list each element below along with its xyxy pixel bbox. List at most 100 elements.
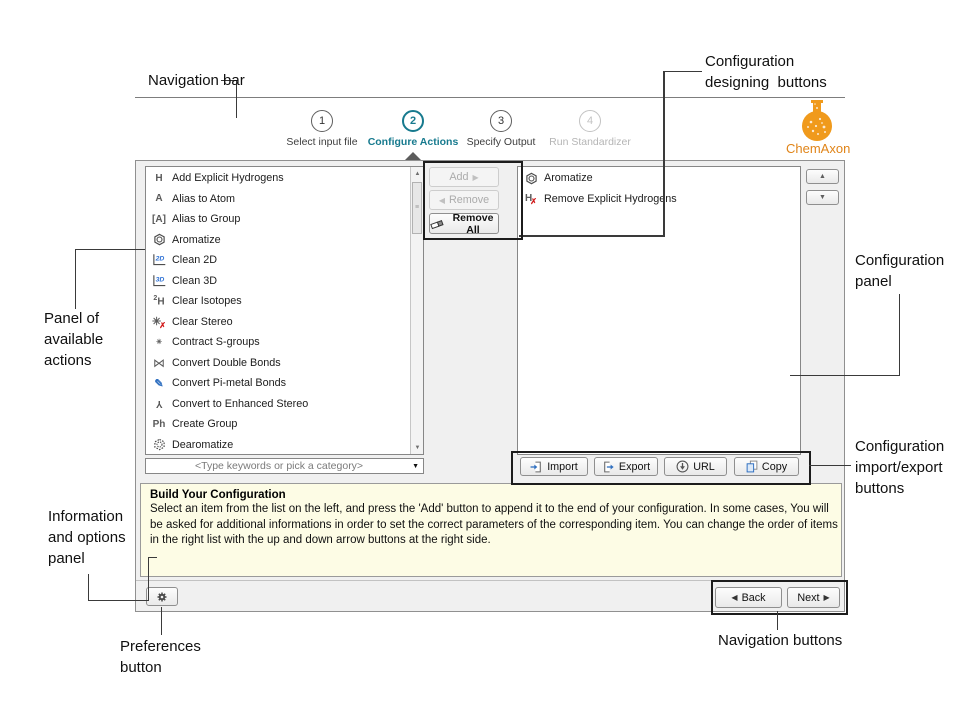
double-bonds-icon: ⋈ <box>153 355 165 370</box>
preferences-button[interactable] <box>146 587 178 606</box>
move-down-button[interactable]: ▼ <box>806 190 839 205</box>
action-item-aromatize[interactable]: Aromatize <box>518 168 800 189</box>
down-arrow-icon: ▼ <box>819 194 826 201</box>
callout-navigation-buttons: Navigation buttons <box>718 632 843 649</box>
alias-atom-icon: A <box>155 193 163 205</box>
callout-configuration-panel: Configuration panel <box>855 252 945 290</box>
url-button[interactable]: URL <box>664 457 727 476</box>
enhanced-stereo-icon: Y <box>155 398 163 410</box>
callout-preferences: Preferences button <box>120 638 201 676</box>
action-item-dearomatize[interactable]: Dearomatize <box>146 435 423 456</box>
right-arrow-icon: ▶ <box>472 172 479 182</box>
callout-line <box>148 557 157 558</box>
step-number: 2 <box>402 110 424 132</box>
keyword-search-dropdown[interactable]: <Type keywords or pick a category> ▼ <box>145 458 424 474</box>
callout-line <box>519 235 665 237</box>
step-number: 1 <box>311 110 333 132</box>
contract-sgroups-icon: ✳ <box>156 339 162 347</box>
callout-line <box>899 294 900 376</box>
callout-line <box>790 375 900 376</box>
footer-divider <box>136 580 844 581</box>
header-divider <box>135 97 845 98</box>
callout-line <box>148 557 149 601</box>
callout-rect-nav-buttons <box>711 580 848 615</box>
callout-import-export: Configuration import/export buttons <box>855 438 945 497</box>
clean-3d-icon: 3D <box>146 274 172 288</box>
callout-line <box>777 611 778 630</box>
info-title: Build Your Configuration <box>150 489 286 501</box>
gear-icon <box>156 591 168 603</box>
up-arrow-icon: ▲ <box>819 173 826 180</box>
url-icon <box>676 460 689 473</box>
aromatize-icon <box>518 172 544 185</box>
search-placeholder: <Type keywords or pick a category> <box>194 460 364 472</box>
aromatize-icon <box>146 233 172 246</box>
eraser-icon <box>430 218 444 230</box>
next-button[interactable]: Next ▶ <box>787 587 840 608</box>
callout-navigation-bar: Navigation bar <box>148 72 245 89</box>
callout-line <box>664 71 702 72</box>
back-button[interactable]: ◀ Back <box>715 587 782 608</box>
action-item-alias-group[interactable]: [A]Alias to Group <box>146 209 423 230</box>
action-item-clear-stereo[interactable]: ✳✗Clear Stereo <box>146 312 423 333</box>
scroll-up-icon[interactable]: ▲ <box>414 170 421 177</box>
remove-all-button[interactable]: Remove All <box>429 212 499 236</box>
pi-metal-icon: ✎ <box>154 377 164 390</box>
action-item-double-bonds[interactable]: ⋈Convert Double Bonds <box>146 353 423 374</box>
callout-info-options: Information and options panel <box>48 508 126 567</box>
logo-text: ChemAxon <box>786 141 851 156</box>
action-item-remove-h[interactable]: H✗Remove Explicit Hydrogens <box>518 189 800 210</box>
callout-rect-io-buttons <box>511 451 811 485</box>
information-panel: Build Your Configuration Select an item … <box>140 483 842 577</box>
step-label: Specify Output <box>466 136 536 148</box>
action-item-aromatize[interactable]: Aromatize <box>146 230 423 251</box>
clear-stereo-icon: ✳✗ <box>152 316 166 331</box>
action-item-pi-metal[interactable]: ✎Convert Pi-metal Bonds <box>146 373 423 394</box>
left-arrow-icon: ◀ <box>438 195 445 205</box>
step-label: Run Standardizer <box>549 136 631 148</box>
callout-line <box>88 574 89 601</box>
add-button[interactable]: Add ▶ <box>429 167 499 187</box>
remove-button[interactable]: ◀ Remove <box>429 190 499 210</box>
dearomatize-icon <box>146 438 172 451</box>
action-item-contract-sgroups[interactable]: ✳Contract S-groups <box>146 332 423 353</box>
export-button[interactable]: Export <box>594 457 658 476</box>
chemaxon-logo: ChemAxon <box>786 100 851 156</box>
callout-line <box>221 80 237 81</box>
scrollbar-thumb[interactable]: ≡ <box>412 182 422 234</box>
callout-line <box>663 71 665 237</box>
step-label: Select input file <box>286 136 358 148</box>
remove-h-icon: H✗ <box>525 193 537 207</box>
callout-line <box>809 465 851 466</box>
clear-isotopes-icon: 2H <box>153 295 165 308</box>
add-h-icon: H <box>155 172 163 184</box>
move-up-button[interactable]: ▲ <box>806 169 839 184</box>
copy-button[interactable]: Copy <box>734 457 799 476</box>
action-list-scrollbar[interactable]: ▲ ≡ ▼ <box>410 167 423 454</box>
import-button[interactable]: Import <box>520 457 588 476</box>
callout-line <box>88 600 149 601</box>
svg-text:3D: 3D <box>156 276 165 283</box>
clean-2d-icon: 2D <box>146 253 172 267</box>
export-icon <box>602 461 615 473</box>
import-icon <box>530 461 543 473</box>
scroll-down-icon[interactable]: ▼ <box>414 444 421 451</box>
active-step-pointer-icon <box>405 152 421 160</box>
callout-line <box>236 80 237 118</box>
alias-group-icon: [A] <box>152 213 166 225</box>
callout-config-designing-buttons: Configuration designing buttons <box>705 53 827 91</box>
